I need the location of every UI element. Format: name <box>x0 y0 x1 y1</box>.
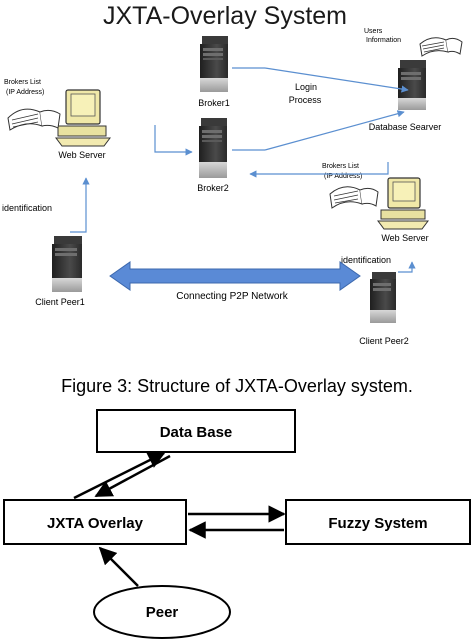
broker2-server-icon <box>199 118 227 178</box>
login-process-arrows <box>232 67 409 151</box>
web-server-left-to-broker2-arrow <box>154 125 193 156</box>
brokers-list-left-book-icon <box>7 108 61 131</box>
identification-right-arrow <box>398 261 416 273</box>
web-server-left-label: Web Server <box>58 150 105 160</box>
brokers-list-left-line1: Brokers List <box>4 79 41 86</box>
brokers-list-left-line2: (IP Address) <box>6 89 44 96</box>
client-peer1-server-icon <box>52 236 82 292</box>
jxta-overlay-label: JXTA Overlay <box>47 515 144 532</box>
p2p-network-label: Connecting P2P Network <box>176 291 289 302</box>
jxta-overlay-box <box>3 499 187 545</box>
users-information-line2: Information <box>366 37 401 44</box>
users-information-book-icon <box>419 37 463 57</box>
web-server-right-label: Web Server <box>381 233 428 243</box>
peer-ellipse <box>93 585 231 639</box>
identification-right-label: identification <box>341 255 391 265</box>
users-information-line1: Users <box>364 28 383 35</box>
brokers-list-right-book-icon <box>329 186 379 209</box>
broker1-label: Broker1 <box>198 98 230 108</box>
data-base-box <box>96 409 296 453</box>
broker1-server-icon <box>200 36 228 92</box>
fuzzy-system-label: Fuzzy System <box>328 515 427 532</box>
p2p-network-double-arrow <box>109 261 361 291</box>
web-server-right-computer-icon <box>377 177 429 230</box>
data-base-label: Data Base <box>160 424 233 441</box>
figure-title: JXTA-Overlay System <box>103 2 347 30</box>
client-peer1-label: Client Peer1 <box>35 297 85 307</box>
database-to-jxta-arrow <box>94 454 171 498</box>
peer-to-jxta-arrow <box>98 546 139 587</box>
figure-caption: Figure 3: Structure of JXTA-Overlay syst… <box>61 376 413 396</box>
login-process-line2: Process <box>289 95 322 105</box>
brokers-list-right-line2: (IP Address) <box>324 173 362 180</box>
identification-left-label: identification <box>2 203 52 213</box>
web-server-left-computer-icon <box>55 89 111 147</box>
jxta-to-database-arrow <box>73 451 166 500</box>
login-process-line1: Login <box>295 82 317 92</box>
fuzzy-system-box <box>285 499 471 545</box>
client-peer2-label: Client Peer2 <box>359 336 409 346</box>
database-server-icon <box>398 60 426 110</box>
web-server-right-to-broker2-arrow <box>249 162 389 178</box>
client-peer2-server-icon <box>370 272 396 323</box>
peer-label: Peer <box>146 604 179 621</box>
brokers-list-right-line1: Brokers List <box>322 163 359 170</box>
database-server-label: Database Searver <box>369 122 442 132</box>
identification-left-arrow <box>70 177 90 233</box>
broker2-label: Broker2 <box>197 183 229 193</box>
